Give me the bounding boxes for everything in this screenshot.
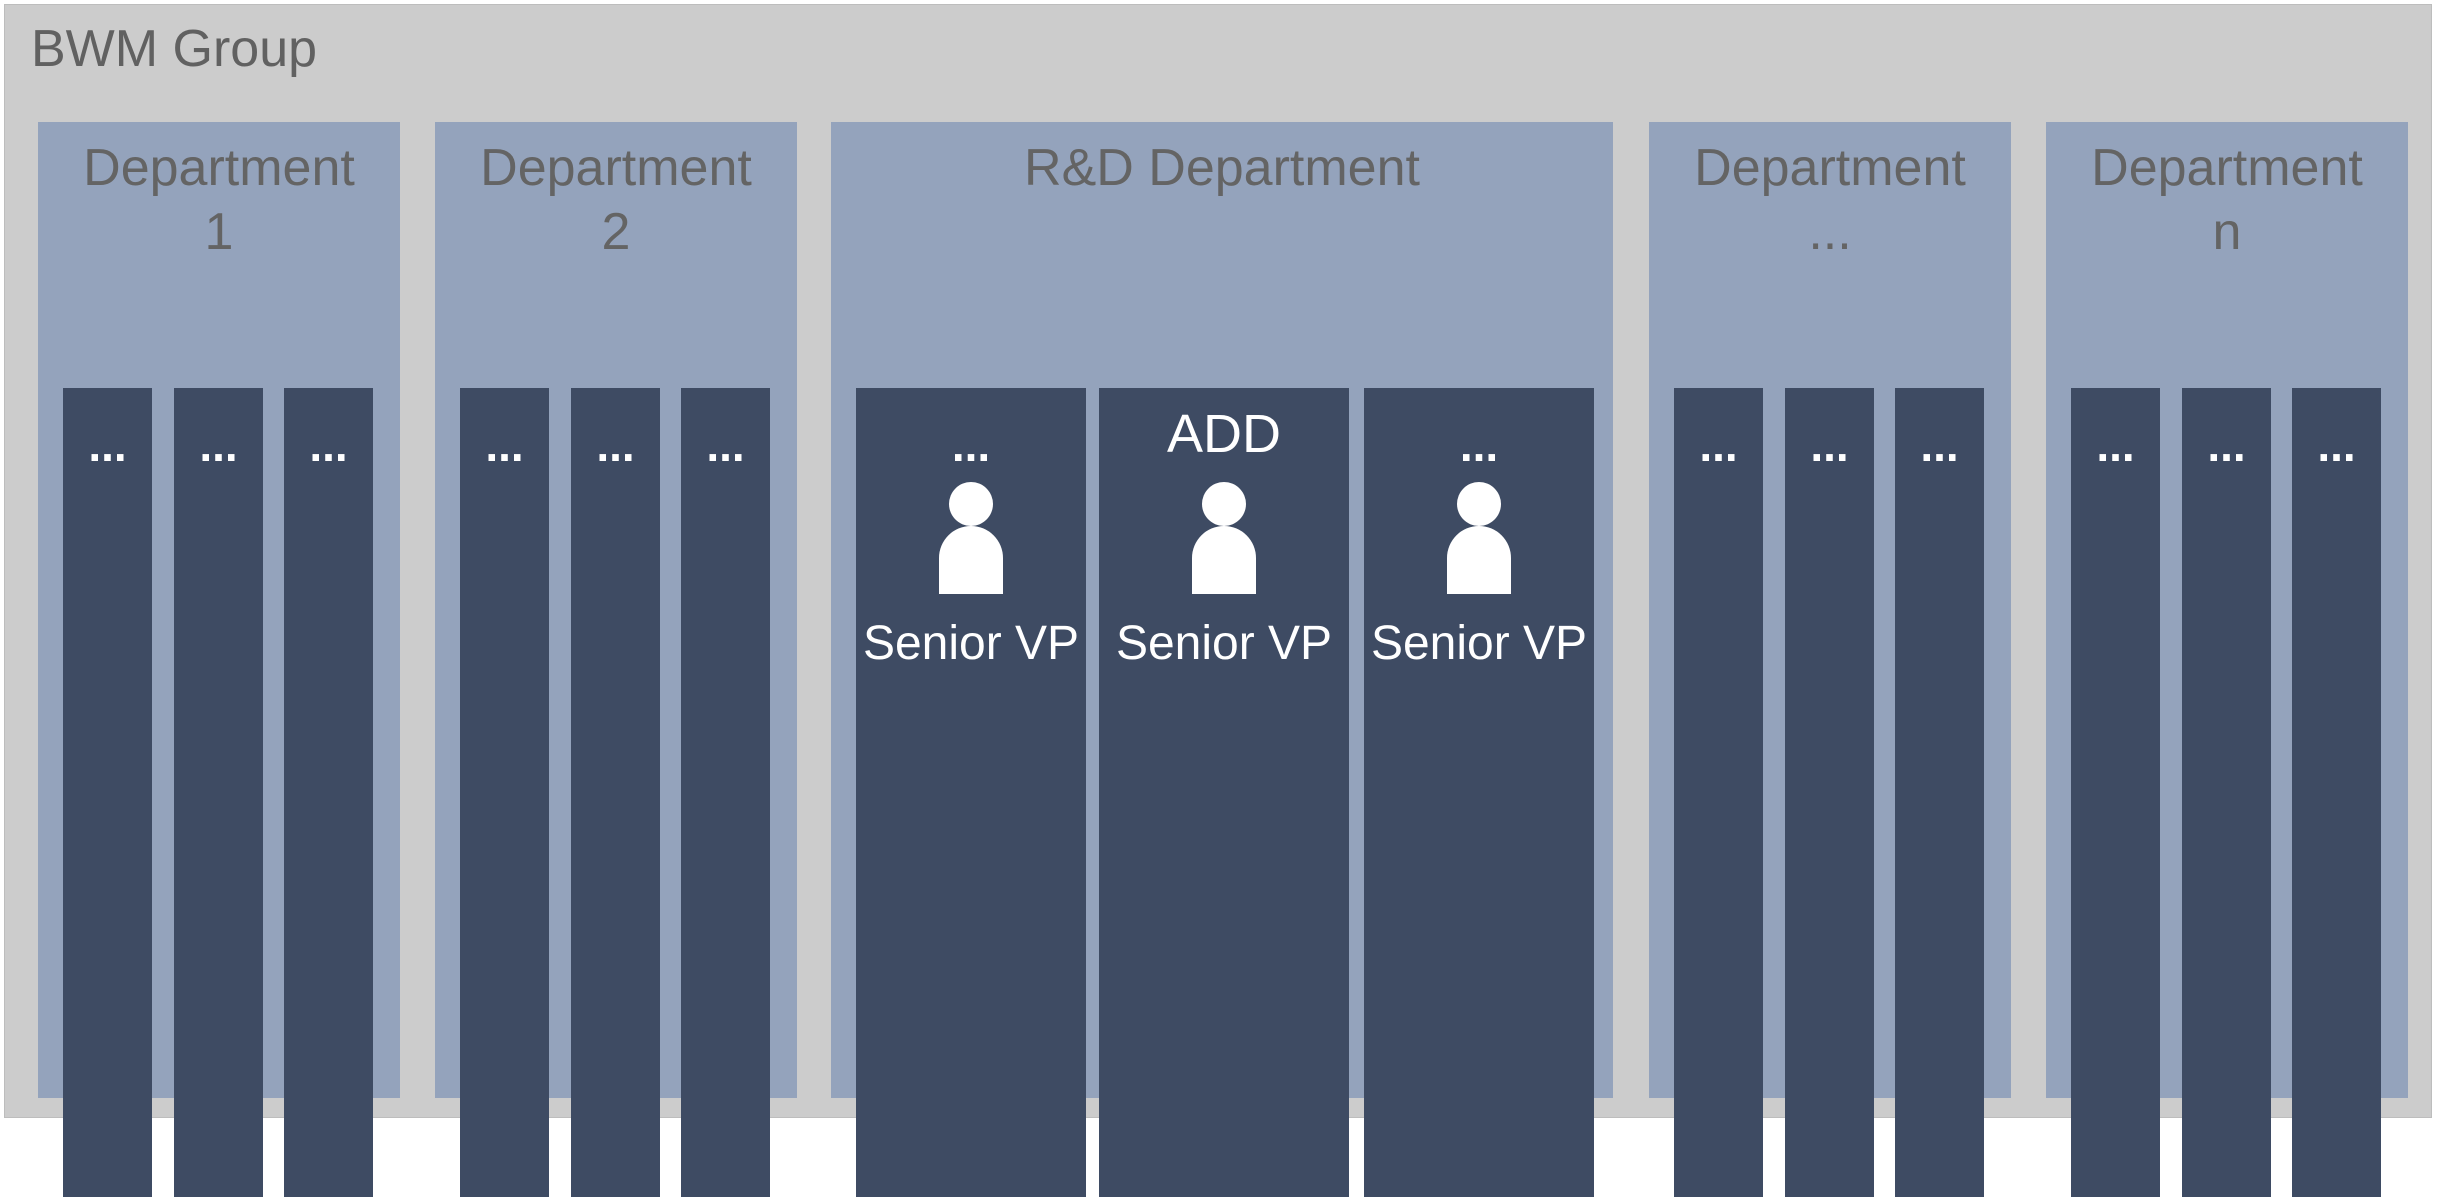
department-column: ...: [2182, 388, 2271, 1197]
column-top-label: ...: [199, 419, 238, 471]
column-top-label: ...: [951, 419, 991, 471]
department-column: ...: [681, 388, 770, 1197]
department-column: ADD Senior VP: [1099, 388, 1349, 1197]
department-2: Department 2 ... ... ...: [435, 122, 797, 1197]
column-top-label: ...: [88, 419, 127, 471]
column-top-label: ...: [1920, 419, 1959, 471]
group-container: BWM Group Department 1 ... ... ... Depar…: [4, 4, 2432, 1197]
department-title: Department 2: [480, 139, 752, 261]
department-title: Department ...: [1694, 139, 1966, 261]
role-label: Senior VP: [862, 617, 1080, 670]
department-title: Department 1: [83, 139, 355, 261]
person-icon: [1192, 482, 1256, 594]
department-column: ... Senior VP: [856, 388, 1086, 1197]
column-top-label: ...: [485, 419, 524, 471]
department-column: ...: [284, 388, 373, 1197]
department-r-and-d: R&D Department ... Senior VP ADD Senior …: [831, 122, 1613, 1197]
department-n: Department n ... ... ...: [2046, 122, 2408, 1197]
group-title: BWM Group: [31, 20, 318, 78]
department-column: ...: [460, 388, 549, 1197]
column-top-label: ...: [2317, 419, 2356, 471]
department-column: ...: [174, 388, 263, 1197]
person-icon: [939, 482, 1003, 594]
role-label: Senior VP: [1370, 617, 1588, 670]
column-top-label: ...: [1459, 419, 1499, 471]
department-column: ...: [571, 388, 660, 1197]
column-top-label: ...: [706, 419, 745, 471]
person-icon: [1447, 482, 1511, 594]
department-column: ...: [1785, 388, 1874, 1197]
department-ellipsis: Department ... ... ... ...: [1649, 122, 2011, 1197]
department-column: ...: [2071, 388, 2160, 1197]
department-title: Department n: [2091, 139, 2363, 261]
column-top-label: ...: [2096, 419, 2135, 471]
department-column: ... Senior VP: [1364, 388, 1594, 1197]
department-1: Department 1 ... ... ...: [38, 122, 400, 1197]
department-column: ...: [63, 388, 152, 1197]
column-top-label: ...: [309, 419, 348, 471]
department-column: ...: [1674, 388, 1763, 1197]
column-top-label: ...: [1699, 419, 1738, 471]
column-top-label: ADD: [1166, 404, 1281, 464]
column-top-label: ...: [2207, 419, 2246, 471]
column-top-label: ...: [596, 419, 635, 471]
department-column: ...: [2292, 388, 2381, 1197]
department-column: ...: [1895, 388, 1984, 1197]
role-label: Senior VP: [1115, 617, 1333, 670]
department-title: R&D Department: [1024, 139, 1420, 197]
column-top-label: ...: [1810, 419, 1849, 471]
